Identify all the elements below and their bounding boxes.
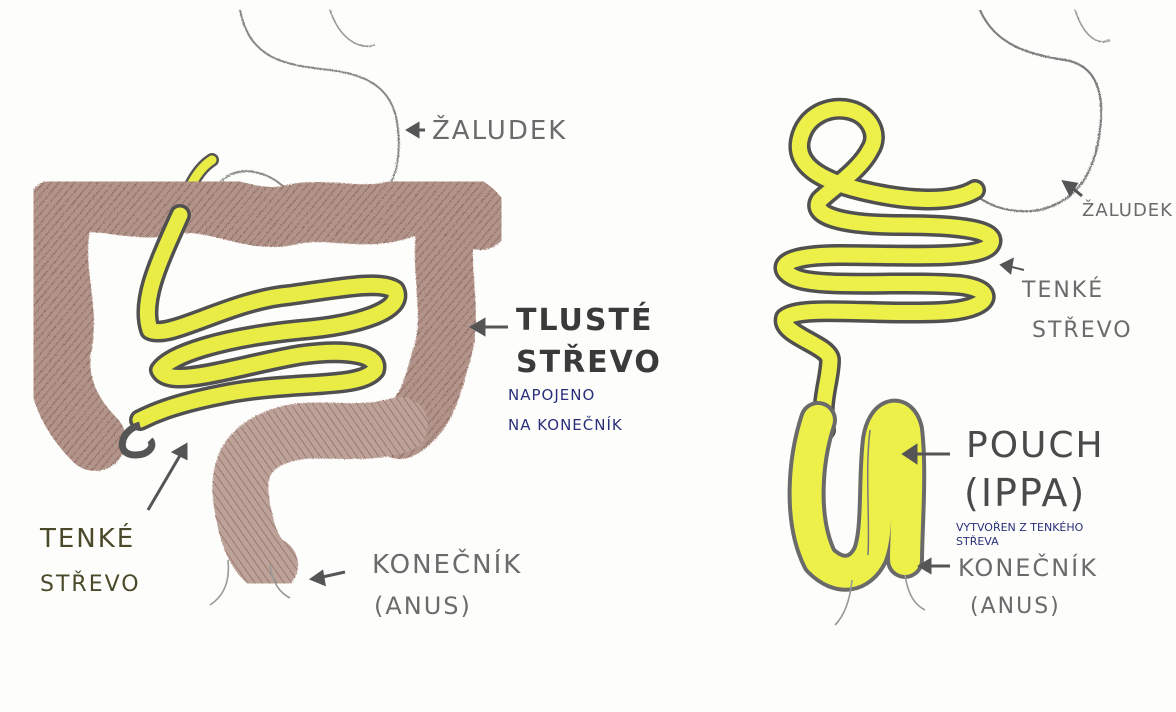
right-small-intestine-label-line1: TENKÉ xyxy=(1022,280,1104,302)
right-pouch-label-line1: POUCH xyxy=(966,428,1105,464)
left-small-intestine-label-line1: TENKÉ xyxy=(40,526,135,552)
right-pouch-note-line2: STŘEVA xyxy=(956,536,999,547)
right-small-intestine-label-line2: STŘEVO xyxy=(1032,320,1133,342)
right-pouch xyxy=(807,418,908,573)
right-pouch-label-line2: (IPPA) xyxy=(964,474,1086,512)
right-small-intestine xyxy=(784,109,991,430)
right-stomach-label: ŽALUDEK xyxy=(1082,202,1173,220)
right-rectum-label-line1: KONEČNÍK xyxy=(958,556,1098,580)
right-stomach xyxy=(970,10,1110,211)
right-rectum-label-line2: (ANUS) xyxy=(970,596,1061,618)
right-pouch-note-line1: VYTVOŘEN Z TENKÉHO xyxy=(956,522,1083,533)
arrow-small-intestine-left xyxy=(148,452,182,510)
left-large-intestine-label-line2: STŘEVO xyxy=(516,348,662,378)
left-stomach xyxy=(215,10,399,206)
left-connected-note-line2: NA KONEČNÍK xyxy=(508,418,623,433)
left-rectum-label-line1: KONEČNÍK xyxy=(372,552,522,578)
left-small-intestine-label-line2: STŘEVO xyxy=(40,574,141,596)
left-connected-note-line1: NAPOJENO xyxy=(508,388,595,403)
left-rectum-label-line2: (ANUS) xyxy=(374,594,472,618)
left-large-intestine-label-line1: TLUSTÉ xyxy=(516,306,653,336)
left-stomach-label: ŽALUDEK xyxy=(432,118,567,144)
